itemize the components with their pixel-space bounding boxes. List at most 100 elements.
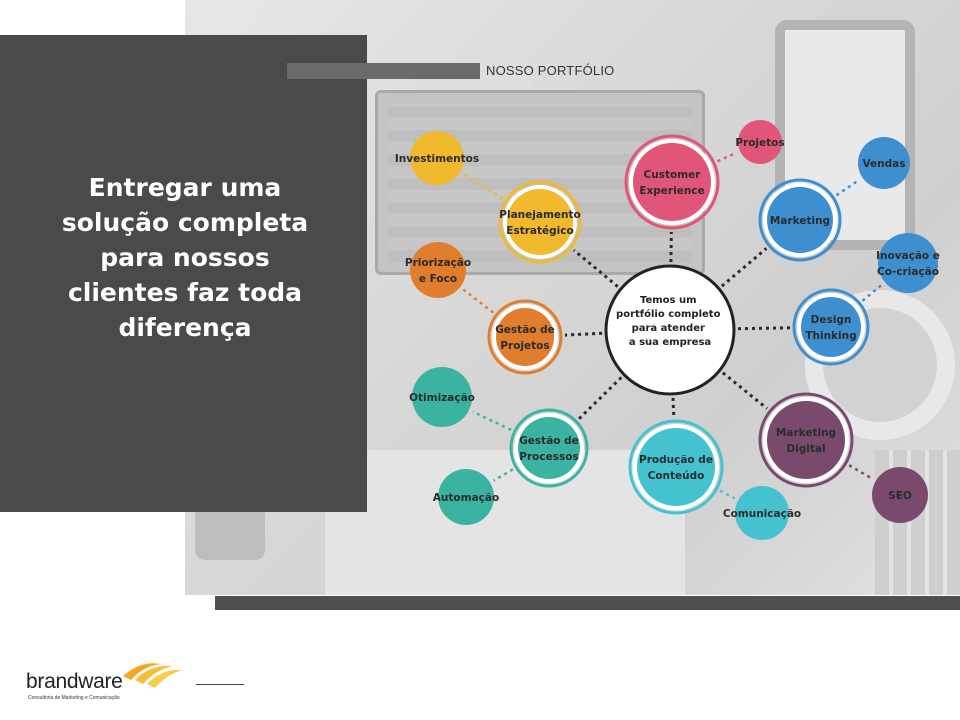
node-otimizacao[interactable]: Otimização (409, 367, 475, 427)
node-label-line: Marketing (770, 215, 830, 227)
node-ring (624, 134, 720, 230)
node-label-line: Gestão de (519, 435, 579, 447)
node-ring (758, 178, 842, 262)
node-ring (509, 408, 589, 488)
headline: Entregar uma solução completa para nosso… (20, 170, 350, 345)
node-fill (410, 242, 466, 298)
link-priorizacao (462, 288, 495, 314)
node-label-line: Customer (644, 169, 702, 181)
link-inovacao (861, 283, 883, 302)
node-label-line: Thinking (805, 330, 856, 342)
node-comunicacao[interactable]: Comunicação (723, 486, 801, 540)
center-circle (604, 264, 736, 396)
center-label-line: portfólio completo (616, 308, 721, 320)
headline-line: diferença (118, 313, 252, 342)
node-ring (487, 299, 563, 375)
node-investimentos[interactable]: Investimentos (395, 131, 479, 185)
node-label: Marketing (770, 215, 830, 227)
node-fill (496, 308, 554, 366)
node-label: Automação (433, 492, 499, 504)
node-label-line: Design (811, 314, 852, 326)
node-label-line: Estratégico (506, 225, 573, 237)
node-label-line: Digital (786, 443, 825, 455)
headline-line: Entregar uma (88, 173, 282, 202)
node-label-line: Automação (433, 492, 499, 504)
link-comunicacao (719, 489, 736, 500)
node-label-line: Investimentos (395, 153, 479, 165)
node-label-line: Projetos (500, 340, 549, 352)
left-dark-panel (0, 35, 367, 512)
link-automacao (492, 468, 514, 482)
node-label-line: Conteúdo (648, 470, 705, 482)
node-inovacao[interactable]: Inovação e Co-criação (876, 233, 940, 293)
center-label-line: a sua empresa (629, 337, 711, 348)
node-fill (633, 143, 711, 221)
node-ring (758, 392, 854, 488)
link-vendas (835, 178, 860, 197)
node-label-line: Gestão de (495, 324, 555, 336)
node-label-line: Projetos (735, 137, 784, 149)
node-label-line: Experience (639, 185, 704, 197)
link-mkt-digital (721, 371, 769, 410)
node-fill (507, 189, 573, 255)
node-label-line: Comunicação (723, 508, 801, 520)
brand-logo[interactable]: brandware Consultoria de Marketing e Com… (26, 660, 196, 710)
footer-divider (196, 684, 244, 685)
node-gestao-projetos[interactable]: Gestão de Projetos (487, 299, 563, 375)
node-label-line: SEO (888, 490, 912, 502)
link-producao (671, 397, 676, 418)
node-fill (518, 417, 580, 479)
node-label: Produção de Conteúdo (639, 454, 713, 482)
node-label-line: Inovação e (876, 250, 940, 262)
node-label: Investimentos (395, 153, 479, 165)
node-fill (735, 486, 789, 540)
node-label: Otimização (409, 392, 475, 404)
link-design (737, 326, 791, 331)
node-fill (438, 469, 494, 525)
node-fill (767, 401, 845, 479)
node-label-line: Planejamento (499, 209, 580, 221)
node-fill (872, 467, 928, 523)
node-marketing[interactable]: Marketing (758, 178, 842, 262)
logo-tagline: Consultoria de Marketing e Comunicação (28, 695, 120, 701)
node-label: Vendas (863, 158, 906, 170)
node-label-line: Produção de (639, 454, 713, 466)
node-label-line: Vendas (863, 158, 906, 170)
link-processos (578, 376, 623, 420)
center-label-line: Temos um (640, 295, 697, 306)
node-fill (637, 428, 715, 506)
node-seo[interactable]: SEO (872, 467, 928, 523)
center-node: Temos um portfólio completo para atender… (604, 264, 736, 396)
link-projetos-sat (717, 151, 737, 163)
link-marketing (720, 247, 768, 288)
node-label: Projetos (735, 137, 784, 149)
node-automacao[interactable]: Automação (433, 469, 499, 525)
node-label-line: Co-criação (877, 266, 939, 278)
node-label: SEO (888, 490, 912, 502)
section-title: NOSSO PORTFÓLIO (486, 63, 615, 78)
diagram-links (462, 151, 883, 500)
node-fill (801, 297, 861, 357)
center-label: Temos um portfólio completo para atender… (616, 295, 724, 348)
node-ring (792, 288, 870, 366)
node-projetos-sat[interactable]: Projetos (735, 120, 785, 164)
node-producao[interactable]: Produção de Conteúdo (628, 419, 724, 515)
node-label: Comunicação (723, 508, 801, 520)
node-label: Gestão de Projetos (495, 324, 555, 352)
link-otimizacao (472, 410, 512, 432)
node-vendas[interactable]: Vendas (858, 137, 910, 189)
logo-chevrons-icon (123, 663, 183, 688)
headline-line: para nossos (100, 243, 270, 272)
